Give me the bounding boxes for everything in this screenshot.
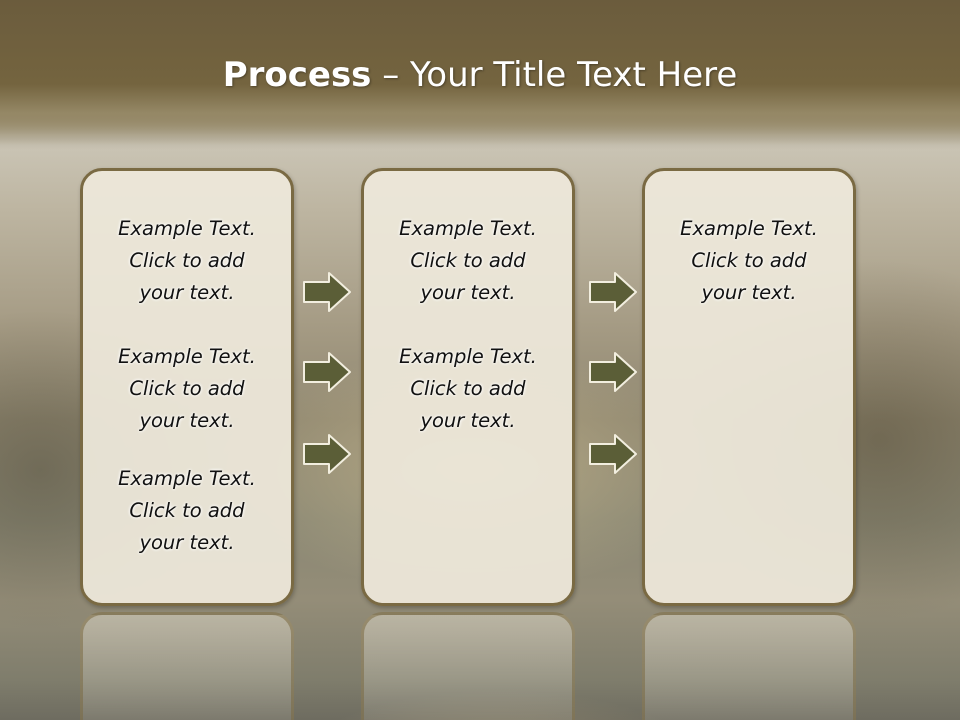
text-placeholder[interactable]: Example Text. Click to add your text. — [645, 213, 853, 309]
title-band — [0, 0, 960, 145]
text-line: Click to add — [410, 377, 526, 400]
text-placeholder[interactable]: Example Text. Click to add your text. — [83, 213, 291, 309]
text-line: Example Text. — [680, 217, 818, 240]
text-line: Example Text. — [118, 345, 256, 368]
text-line: Example Text. — [399, 217, 537, 240]
text-line: Click to add — [129, 499, 245, 522]
text-line: Click to add — [410, 249, 526, 272]
title-rest: – Your Title Text Here — [371, 55, 738, 95]
box-reflection — [80, 612, 294, 720]
right-arrow-icon[interactable] — [589, 434, 637, 474]
box-reflection — [361, 612, 575, 720]
right-arrow-icon[interactable] — [303, 434, 351, 474]
text-line: your text. — [420, 409, 516, 432]
text-line: Click to add — [691, 249, 807, 272]
slide-title[interactable]: Process – Your Title Text Here — [0, 52, 960, 98]
text-line: Example Text. — [399, 345, 537, 368]
text-line: your text. — [701, 281, 797, 304]
text-line: your text. — [139, 409, 235, 432]
box-reflection — [642, 612, 856, 720]
text-placeholder[interactable]: Example Text. Click to add your text. — [364, 213, 572, 309]
text-line: your text. — [139, 531, 235, 554]
right-arrow-icon[interactable] — [589, 272, 637, 312]
right-arrow-icon[interactable] — [589, 352, 637, 392]
text-line: Click to add — [129, 377, 245, 400]
text-line: Example Text. — [118, 467, 256, 490]
process-box-2[interactable]: Example Text. Click to add your text. Ex… — [361, 168, 575, 606]
process-box-1[interactable]: Example Text. Click to add your text. Ex… — [80, 168, 294, 606]
process-box-3[interactable]: Example Text. Click to add your text. — [642, 168, 856, 606]
right-arrow-icon[interactable] — [303, 352, 351, 392]
text-line: your text. — [139, 281, 235, 304]
text-placeholder[interactable]: Example Text. Click to add your text. — [364, 341, 572, 437]
right-arrow-icon[interactable] — [303, 272, 351, 312]
text-line: your text. — [420, 281, 516, 304]
text-placeholder[interactable]: Example Text. Click to add your text. — [83, 341, 291, 437]
text-placeholder[interactable]: Example Text. Click to add your text. — [83, 463, 291, 559]
text-line: Example Text. — [118, 217, 256, 240]
text-line: Click to add — [129, 249, 245, 272]
title-bold: Process — [222, 55, 372, 95]
